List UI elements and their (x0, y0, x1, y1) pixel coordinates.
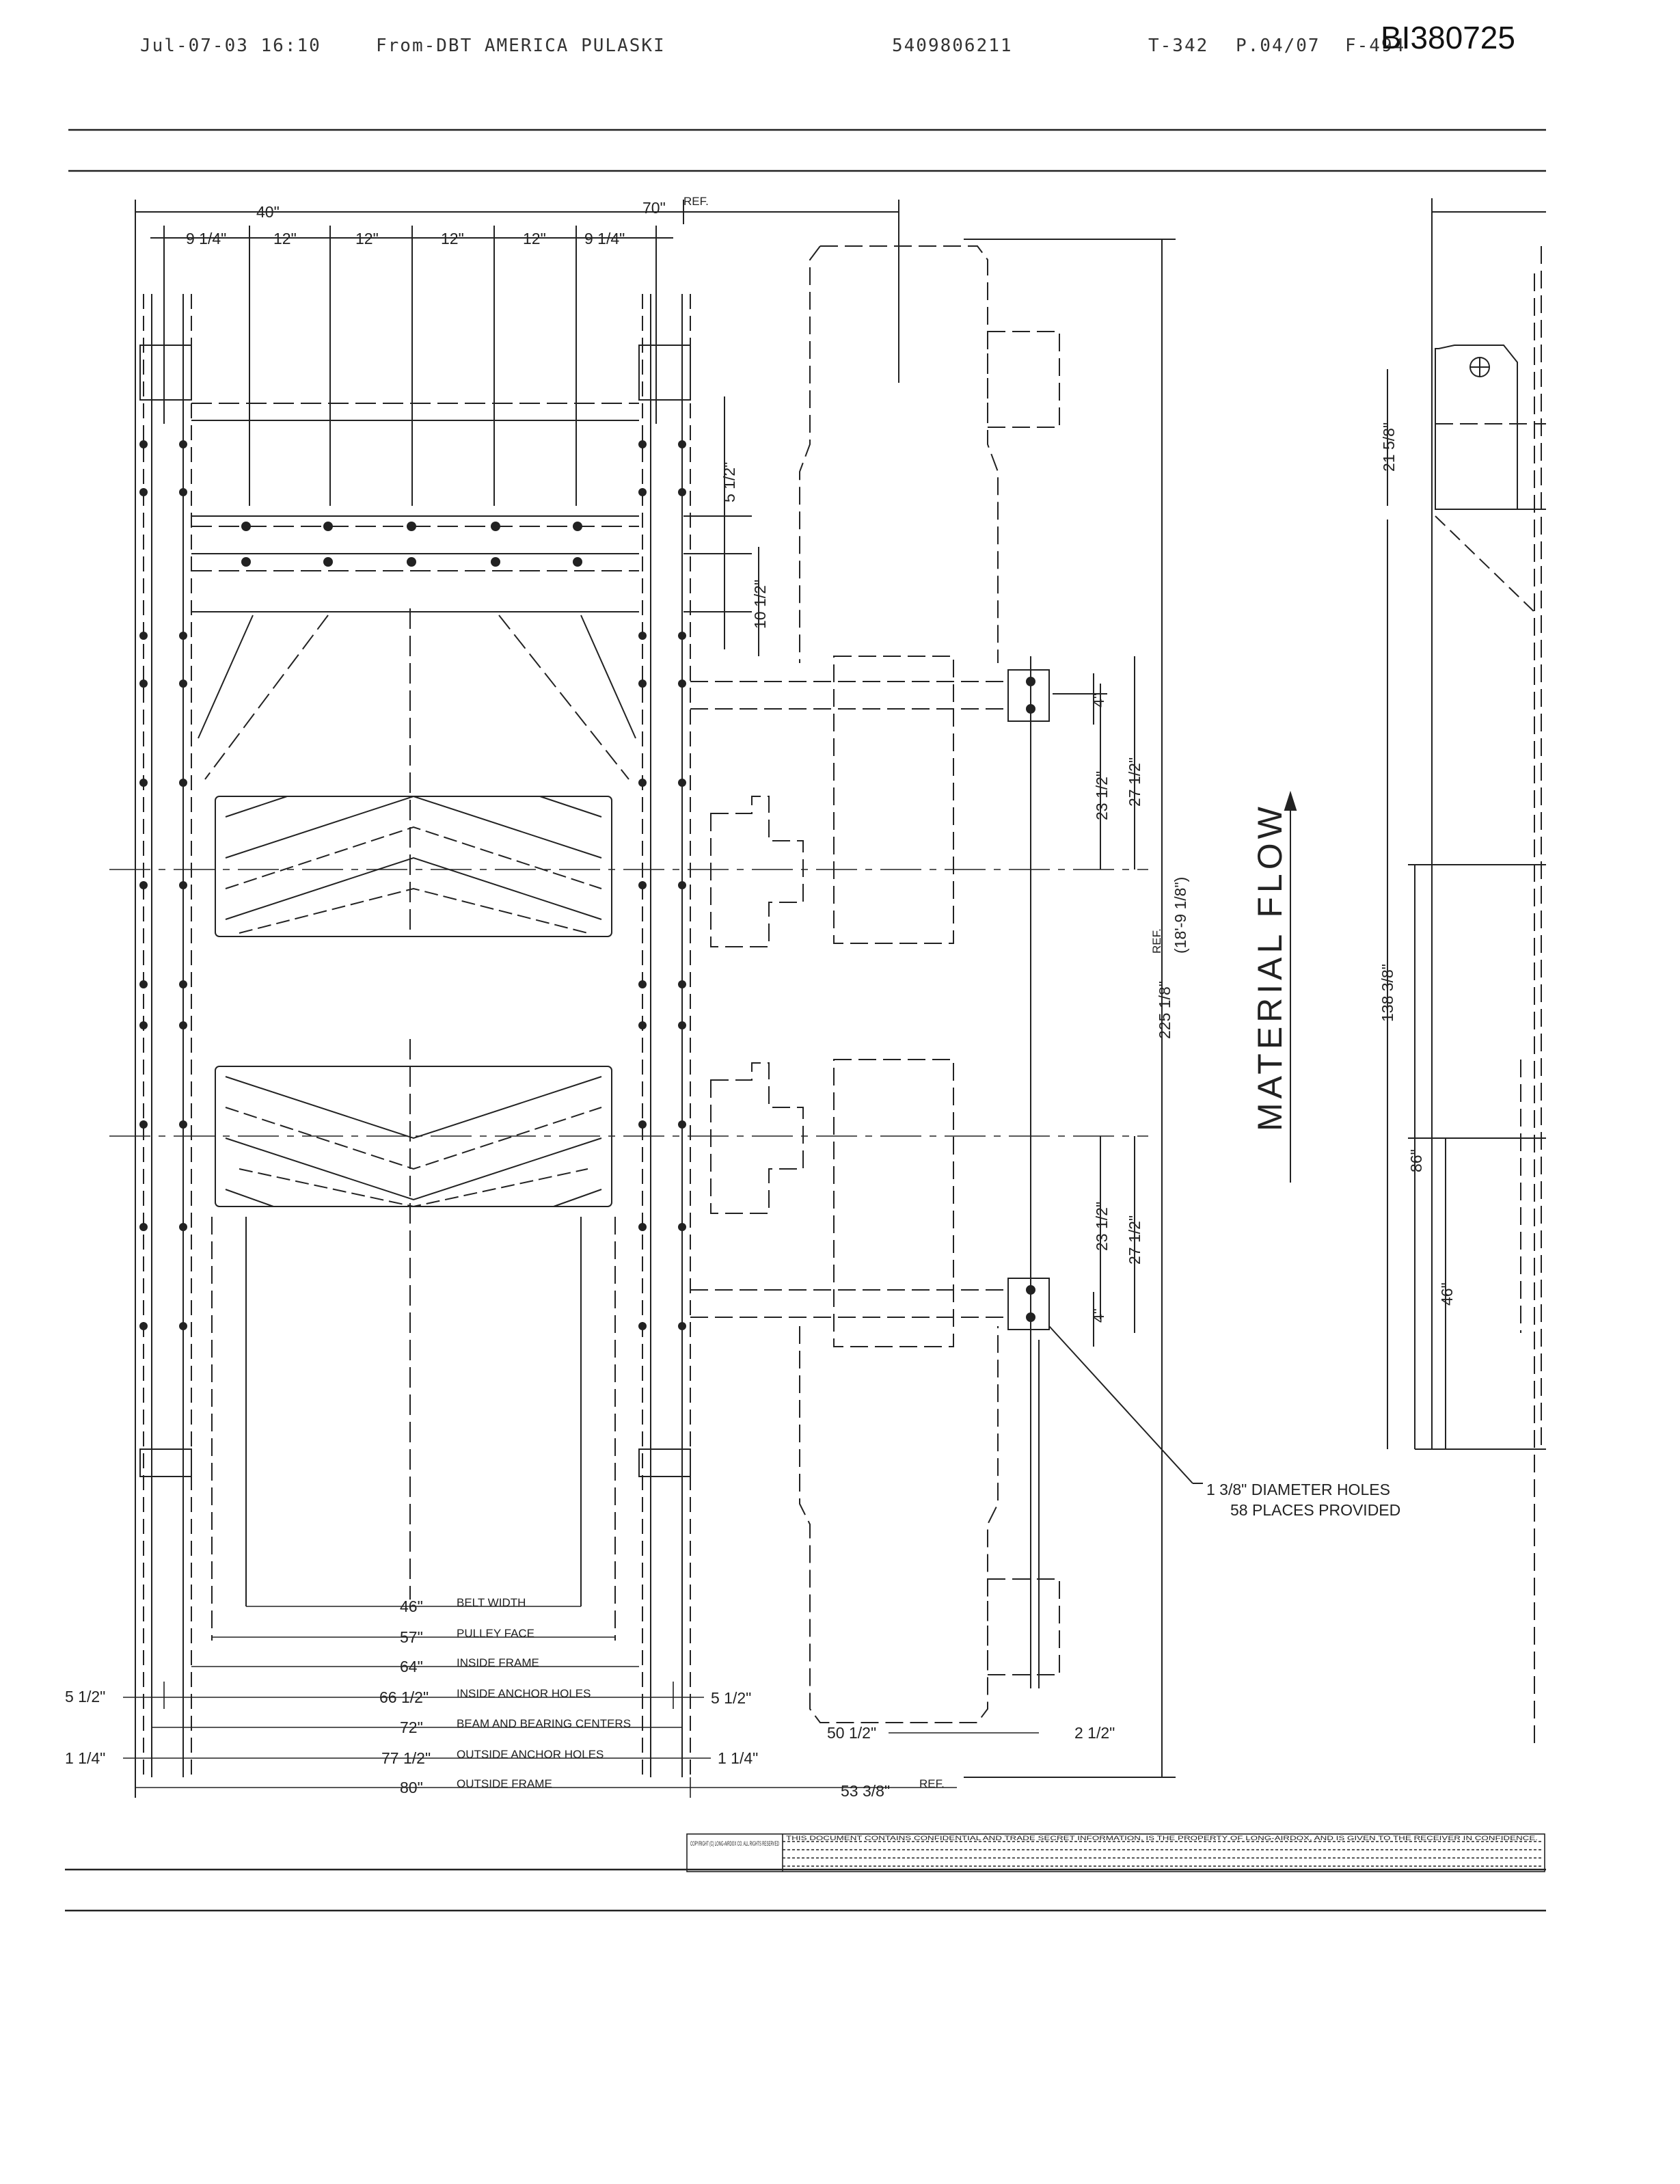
confidentiality-notice: THIS DOCUMENT CONTAINS CONFIDENTIAL AND … (786, 1835, 1538, 1842)
dim-overall-feet: (18'-9 1/8") (1171, 877, 1189, 954)
dim-23-half-bottom: 23 1/2" (1093, 1202, 1111, 1251)
width-dimension-lines (123, 1606, 1039, 1798)
dim-left-5-half: 5 1/2" (65, 1688, 105, 1706)
bates-stamp: BI380725 (1381, 20, 1515, 55)
right-partial-view (1387, 198, 1546, 1750)
dim-46: 46" (1438, 1282, 1456, 1306)
dim-beam-centers-value: 72" (400, 1718, 423, 1736)
fax-phone: 5409806211 (892, 36, 1013, 56)
dim-outside-frame-label: OUTSIDE FRAME (457, 1777, 552, 1790)
dim-21-5-8: 21 5/8" (1380, 422, 1398, 472)
dim-2-half: 2 1/2" (1074, 1724, 1115, 1742)
dim-inside-anchor-label: INSIDE ANCHOR HOLES (457, 1687, 591, 1700)
dim-right-5-half: 5 1/2" (711, 1689, 751, 1707)
beam-bolt-holes (241, 522, 582, 567)
dim-40: 40" (256, 203, 280, 221)
seg-12-b: 12" (355, 230, 379, 247)
copyright-owner: COPYRIGHT (C) LONG-AIRDOX CO. ALL RIGHTS… (690, 1840, 779, 1847)
conveyor-side-rails (139, 294, 691, 1777)
dim-overall-length: 225 1/8" (1156, 981, 1174, 1039)
bearing-brackets (690, 656, 1050, 1688)
dim-inside-frame-label: INSIDE FRAME (457, 1656, 539, 1669)
cross-beams (191, 515, 639, 1600)
seg-9-quarter-right: 9 1/4" (584, 230, 625, 247)
dim-10-half: 10 1/2" (751, 580, 769, 629)
seg-12-d: 12" (523, 230, 546, 247)
side-elevation-pulleys (710, 245, 1060, 1723)
material-flow-arrow-icon (1284, 790, 1297, 1183)
dim-belt-width-value: 46" (400, 1597, 423, 1615)
dim-outside-anchor-label: OUTSIDE ANCHOR HOLES (457, 1748, 604, 1761)
dim-inside-frame-value: 64" (400, 1658, 423, 1675)
dim-right-1-quarter: 1 1/4" (718, 1749, 758, 1767)
dim-pulley-face-label: PULLEY FACE (457, 1627, 534, 1640)
dim-53-3-8: 53 3/8" (841, 1782, 890, 1800)
dim-50-half: 50 1/2" (827, 1724, 876, 1742)
top-dimension-lines (135, 200, 899, 1798)
dim-outside-frame-value: 80" (400, 1779, 423, 1796)
rail-anchor-holes (139, 440, 686, 1330)
dim-70: 70" (642, 199, 666, 217)
fax-from: From-DBT AMERICA PULASKI (376, 36, 666, 56)
dim-inside-anchor-value: 66 1/2" (379, 1688, 429, 1706)
dim-23-half-top: 23 1/2" (1093, 771, 1111, 820)
fax-header: Jul-07-03 16:10 From-DBT AMERICA PULASKI… (0, 0, 1680, 82)
copyright-box (686, 1833, 1545, 1872)
dim-138-3-8: 138 3/8" (1379, 964, 1396, 1022)
upper-belt-chevron (215, 795, 612, 937)
dim-86: 86" (1407, 1149, 1425, 1172)
dim-overall-ref: REF. (1150, 928, 1163, 954)
pulley-centerlines (109, 869, 1148, 1137)
dim-outside-anchor-value: 77 1/2" (381, 1749, 431, 1767)
dim-53-ref: REF. (919, 1777, 945, 1790)
dim-belt-width-label: BELT WIDTH (457, 1596, 526, 1609)
right-vertical-dims (683, 239, 1176, 1778)
dim-27-half-bottom: 27 1/2" (1126, 1215, 1143, 1265)
dim-5-half-vertical: 5 1/2" (720, 462, 738, 502)
dim-4-top: 4" (1089, 693, 1107, 707)
fax-tx-code: T-342 (1148, 36, 1209, 56)
holes-note-line2: 58 PLACES PROVIDED (1230, 1501, 1400, 1519)
holes-note-line1: 1 3/8" DIAMETER HOLES (1206, 1481, 1390, 1498)
dim-70-ref: REF. (683, 195, 709, 208)
fax-form: F-494 (1345, 36, 1406, 56)
dim-beam-centers-label: BEAM AND BEARING CENTERS (457, 1717, 631, 1730)
page-rules (65, 129, 1546, 1912)
material-flow-label: MATERIAL FLOW (1251, 803, 1289, 1131)
dim-27-half-top: 27 1/2" (1126, 757, 1143, 807)
seg-12-a: 12" (273, 230, 297, 247)
seg-9-quarter-left: 9 1/4" (186, 230, 226, 247)
seg-12-c: 12" (441, 230, 464, 247)
fax-page: P.04/07 (1236, 36, 1320, 56)
lower-belt-chevron (215, 1066, 612, 1208)
dim-left-1-quarter: 1 1/4" (65, 1749, 105, 1767)
fax-date-time: Jul-07-03 16:10 (140, 36, 321, 56)
lower-inner-frame (211, 1217, 616, 1641)
holes-leader (1048, 1325, 1203, 1484)
dim-4-bottom: 4" (1089, 1308, 1107, 1323)
dim-pulley-face-value: 57" (400, 1628, 423, 1646)
